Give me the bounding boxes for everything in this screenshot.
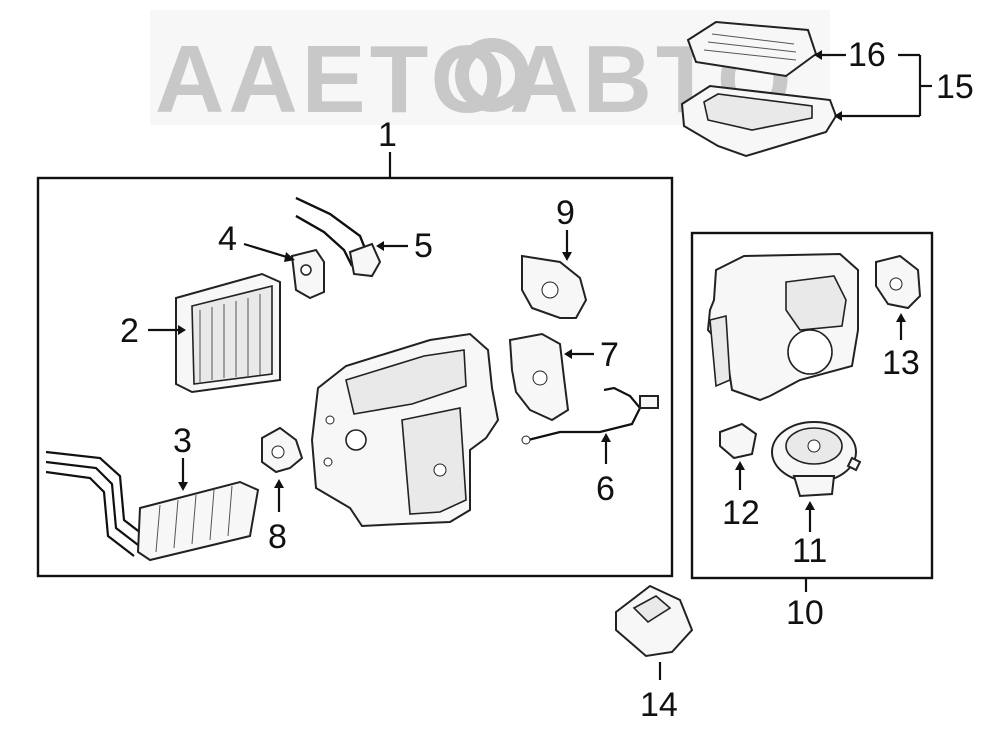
temperature-sensor-part <box>521 386 659 445</box>
callout-5: 5 <box>414 227 433 265</box>
callout-4: 4 <box>218 220 237 258</box>
callout-3: 3 <box>173 422 192 460</box>
servo-motor-part <box>261 426 304 474</box>
callout-10: 10 <box>786 594 824 632</box>
tube-assembly-part <box>295 197 382 278</box>
callout-11: 11 <box>792 532 827 570</box>
intake-actuator-part <box>875 254 922 310</box>
watermark-gear-icon <box>455 38 529 112</box>
callout-16: 16 <box>848 36 886 74</box>
evaporator-part <box>175 272 281 394</box>
expansion-valve-part <box>290 248 325 300</box>
callout-1: 1 <box>378 116 397 154</box>
callout-2: 2 <box>120 312 139 350</box>
callout-8: 8 <box>268 518 287 556</box>
heater-unit-case-part <box>310 332 500 528</box>
actuator-part <box>521 254 588 319</box>
blower-motor-part <box>771 421 862 498</box>
blower-resistor-part <box>719 422 758 460</box>
control-module-part <box>615 584 694 658</box>
heater-core-part <box>45 450 260 562</box>
callout-13: 13 <box>882 344 920 382</box>
cabin-filter-housing-part <box>680 84 838 158</box>
callout-14: 14 <box>640 686 678 724</box>
unit-assembly-box <box>36 176 674 578</box>
mode-actuator-part <box>508 332 570 422</box>
callout-9: 9 <box>556 194 575 232</box>
blower-housing-part <box>706 252 859 402</box>
callout-15: 15 <box>936 68 974 106</box>
callout-6: 6 <box>596 470 615 508</box>
blower-assembly-box <box>690 231 934 580</box>
callout-7: 7 <box>600 336 619 374</box>
callout-12: 12 <box>722 494 760 532</box>
